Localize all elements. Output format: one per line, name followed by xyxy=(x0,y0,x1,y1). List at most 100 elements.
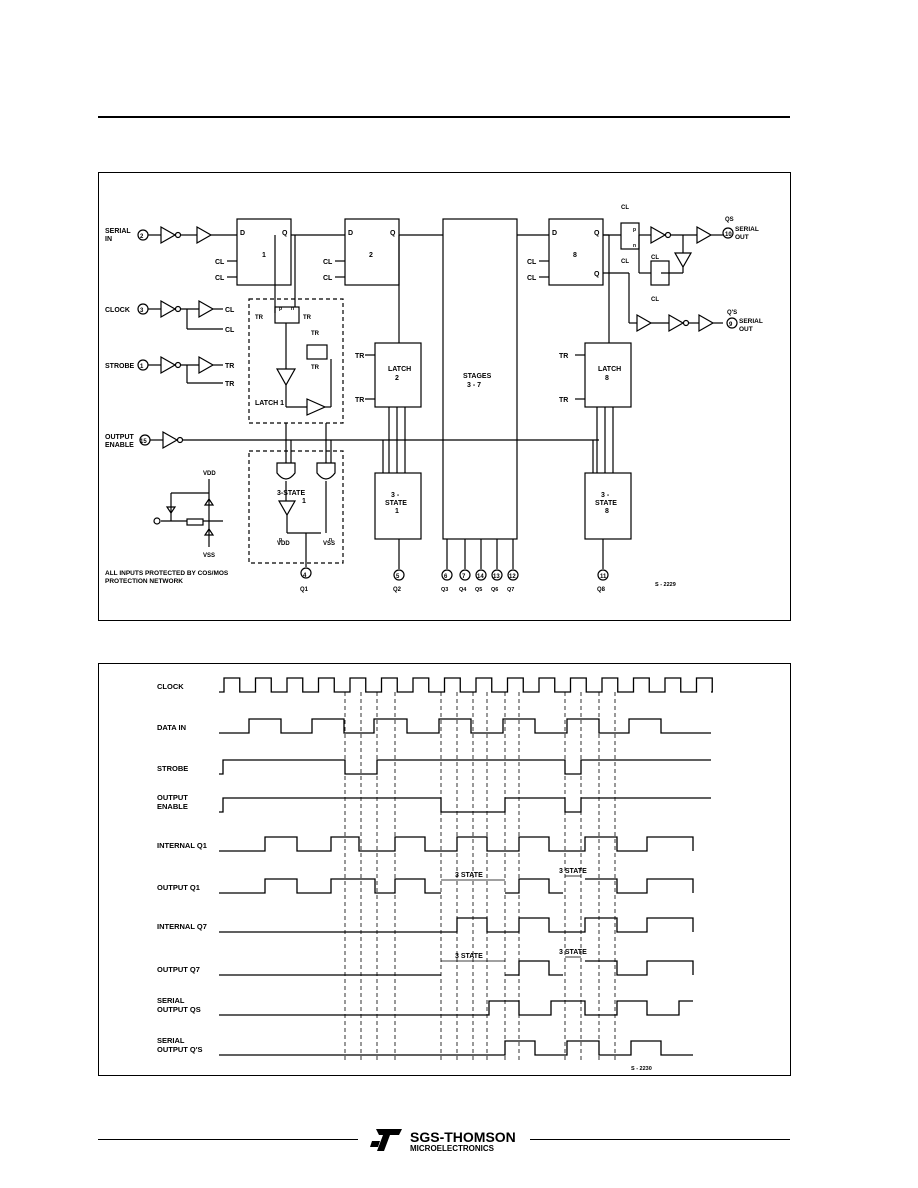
svg-text:TR: TR xyxy=(355,353,364,360)
three-state-label-1: 3 STATE xyxy=(559,868,587,875)
pin-q2 xyxy=(393,569,405,581)
svg-text:4: 4 xyxy=(303,573,307,579)
latch-8 xyxy=(584,342,632,408)
signal-label-4: INTERNAL Q1 xyxy=(157,841,207,850)
label-enable: ENABLE xyxy=(105,442,134,449)
signal-label-3: OUTPUT xyxy=(157,793,188,802)
block-diagram: SERIAL IN CLOCK STROBE OUTPUT ENABLE 2 3… xyxy=(105,205,763,593)
protection-note: ALL INPUTS PROTECTED BY COS/MOS xyxy=(105,570,229,577)
svg-text:p: p xyxy=(279,306,282,312)
svg-text:STATE: STATE xyxy=(385,500,407,507)
wave-internal-q7 xyxy=(219,917,694,933)
svg-text:TR: TR xyxy=(311,365,320,371)
svg-text:CL: CL xyxy=(323,275,333,282)
svg-text:3 -: 3 - xyxy=(601,492,610,499)
svg-text:13: 13 xyxy=(493,574,500,580)
svg-text:D: D xyxy=(552,230,557,237)
wave-data-in xyxy=(219,718,711,734)
svg-text:CL: CL xyxy=(225,307,235,314)
wave-strobe xyxy=(219,759,711,775)
svg-text:8: 8 xyxy=(605,375,609,382)
svg-text:TR: TR xyxy=(303,315,312,321)
wave-output-enable xyxy=(219,797,711,813)
label-serial: SERIAL xyxy=(105,228,131,235)
signal-label-3: ENABLE xyxy=(157,802,188,811)
pin-serial-out-qps xyxy=(726,317,738,329)
signal-label-1: DATA IN xyxy=(157,723,186,732)
tristate-1 xyxy=(374,472,422,540)
svg-text:CL: CL xyxy=(651,255,659,261)
pin-q6 xyxy=(491,569,503,581)
three-state-label-3: 3 STATE xyxy=(559,949,587,956)
pin-q4 xyxy=(459,569,471,581)
label-strobe: STROBE xyxy=(105,363,135,370)
wave-output-q1-c xyxy=(585,878,694,894)
figure-code-2229: S - 2229 xyxy=(655,582,676,588)
signal-label-9: SERIAL xyxy=(157,1036,185,1045)
svg-text:CL: CL xyxy=(527,275,537,282)
label-in: IN xyxy=(105,236,112,243)
svg-text:VDD: VDD xyxy=(203,471,216,477)
svg-text:Q: Q xyxy=(594,230,600,237)
svg-text:2: 2 xyxy=(369,252,373,259)
label-stages: STAGES xyxy=(463,373,492,380)
svg-text:CL: CL xyxy=(225,327,235,334)
svg-text:CL: CL xyxy=(527,259,537,266)
svg-text:2: 2 xyxy=(395,375,399,382)
svg-text:3 -: 3 - xyxy=(391,492,400,499)
pin-q1 xyxy=(300,567,312,579)
svg-text:8: 8 xyxy=(605,508,609,515)
svg-text:Q4: Q4 xyxy=(459,587,467,593)
signal-label-7: OUTPUT Q7 xyxy=(157,965,200,974)
svg-text:12: 12 xyxy=(509,574,516,580)
signal-label-8: OUTPUT QS xyxy=(157,1005,201,1014)
svg-text:OUT: OUT xyxy=(735,234,749,241)
svg-text:CL: CL xyxy=(215,259,225,266)
label-output: OUTPUT xyxy=(105,434,135,441)
three-state-label-2: 3 STATE xyxy=(455,953,483,960)
brand-subtitle: MICROELECTRONICS xyxy=(410,1144,494,1153)
svg-text:8: 8 xyxy=(573,252,577,259)
svg-text:VSS: VSS xyxy=(323,541,335,547)
signal-label-5: OUTPUT Q1 xyxy=(157,883,200,892)
stages-3-7 xyxy=(442,218,518,540)
svg-text:CL: CL xyxy=(651,297,659,303)
svg-text:D: D xyxy=(240,230,245,237)
svg-text:VSS: VSS xyxy=(203,553,215,559)
svg-text:n: n xyxy=(291,306,294,312)
svg-text:Q8: Q8 xyxy=(597,587,606,593)
label-latch-8: LATCH xyxy=(598,366,621,373)
pin-q8 xyxy=(597,569,609,581)
svg-text:1: 1 xyxy=(395,508,399,515)
svg-text:3 - 7: 3 - 7 xyxy=(467,382,481,389)
svg-text:p: p xyxy=(633,227,636,233)
svg-text:3: 3 xyxy=(140,308,144,314)
pin-q3 xyxy=(441,569,453,581)
svg-text:CL: CL xyxy=(621,259,629,265)
signal-label-9: OUTPUT Q'S xyxy=(157,1045,203,1054)
wave-output-q1-a xyxy=(219,878,441,894)
label-clock: CLOCK xyxy=(105,307,130,314)
tristate-8 xyxy=(584,472,632,540)
footer-rule-right xyxy=(530,1139,790,1140)
svg-text:Q7: Q7 xyxy=(507,587,514,593)
svg-text:n: n xyxy=(633,243,636,249)
svg-text:11: 11 xyxy=(600,574,607,580)
svg-text:TR: TR xyxy=(311,331,320,337)
svg-text:9: 9 xyxy=(729,322,733,328)
pin-serial-out-qs xyxy=(722,227,734,239)
svg-text:Q: Q xyxy=(390,230,396,237)
svg-text:TR: TR xyxy=(559,397,568,404)
figure-code-2230: S - 2230 xyxy=(631,1066,652,1072)
label-latch-2: LATCH xyxy=(388,366,411,373)
svg-text:CL: CL xyxy=(621,205,629,211)
svg-text:TR: TR xyxy=(225,381,234,388)
st-logo-icon xyxy=(370,1129,402,1151)
svg-text:VDD: VDD xyxy=(277,541,290,547)
svg-text:TR: TR xyxy=(355,397,364,404)
svg-text:TR: TR xyxy=(559,353,568,360)
svg-text:p: p xyxy=(279,537,282,543)
svg-text:7: 7 xyxy=(462,574,466,580)
svg-text:Q6: Q6 xyxy=(491,587,498,593)
